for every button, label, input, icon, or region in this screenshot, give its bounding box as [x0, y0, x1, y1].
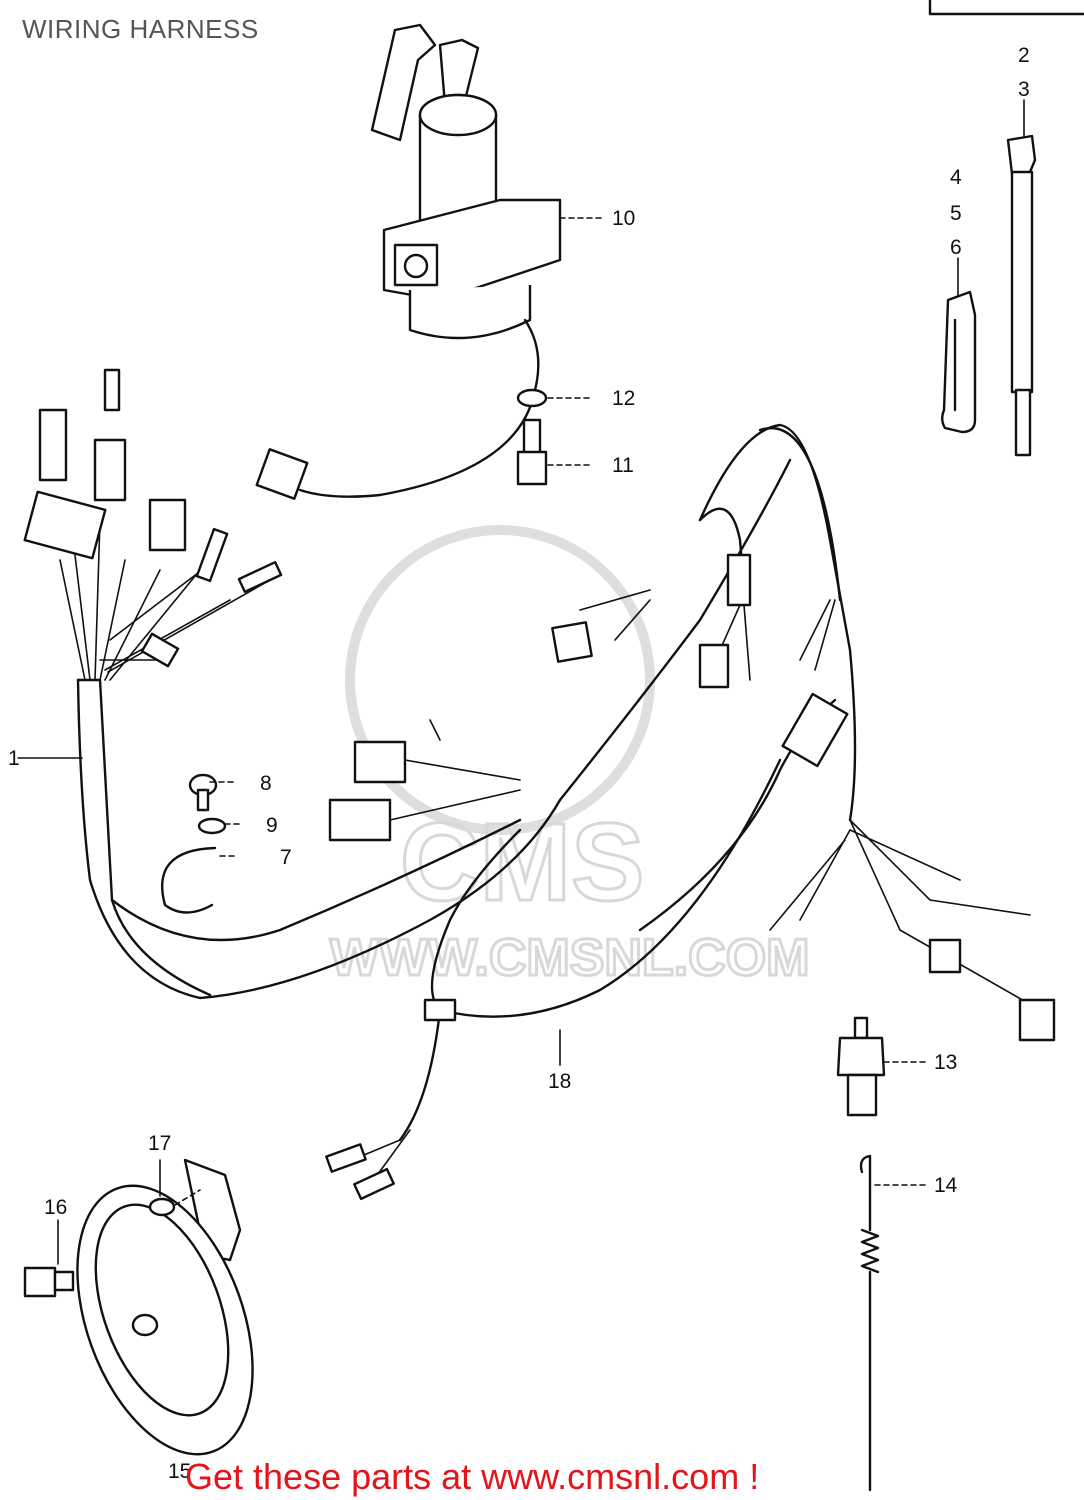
- callout-8: 8: [260, 772, 272, 795]
- hook-7: [160, 846, 217, 914]
- ignition-switch[interactable]: [370, 23, 562, 392]
- ignition-connector: [255, 448, 309, 500]
- callout-labels: 1 2 3 4 5 6 7 8 9 10 11 12 13 14 15 16 1…: [8, 44, 1030, 1483]
- callout-14: 14: [934, 1174, 958, 1197]
- diagram-title: WIRING HARNESS: [22, 14, 259, 44]
- callout-11: 11: [612, 454, 634, 477]
- washer-12: [516, 388, 548, 408]
- callout-15: 15: [168, 1460, 191, 1483]
- harness-branch-right: [551, 507, 1056, 1042]
- callout-1: 1: [8, 747, 20, 770]
- frame-corner: [928, 0, 1084, 16]
- callout-12: 12: [612, 387, 635, 410]
- callout-2: 2: [1018, 44, 1030, 67]
- washer-17: [148, 1197, 176, 1217]
- bolt-16: [23, 1266, 75, 1298]
- switch-13: [836, 1016, 886, 1117]
- callout-5: 5: [950, 202, 962, 225]
- leader-lines: [17, 99, 1025, 1265]
- cable-strap-long: [1006, 134, 1037, 457]
- callout-9: 9: [266, 814, 278, 837]
- watermark-brand: CMS: [400, 801, 644, 924]
- footer-link-text[interactable]: Get these parts at www.cmsnl.com !: [185, 1456, 760, 1497]
- callout-18: 18: [548, 1070, 571, 1093]
- callout-3: 3: [1018, 78, 1030, 101]
- harness-branch-lower: [325, 758, 782, 1201]
- spring-14: [859, 1154, 880, 1492]
- callout-4: 4: [950, 166, 962, 189]
- callout-6: 6: [950, 236, 962, 259]
- main-harness[interactable]: [23, 368, 857, 1000]
- bolt-11: [516, 418, 548, 486]
- callout-10: 10: [612, 207, 635, 230]
- callout-16: 16: [44, 1196, 67, 1219]
- wire-clamp: [941, 290, 977, 434]
- watermark: CMS WWW.CMSNL.COM: [329, 525, 811, 989]
- relay-blocks: [328, 719, 521, 842]
- callout-13: 13: [934, 1051, 957, 1074]
- callout-17: 17: [148, 1132, 171, 1155]
- horn-15[interactable]: [44, 1158, 286, 1478]
- screw-8: [188, 773, 218, 812]
- watermark-url: WWW.CMSNL.COM: [330, 929, 809, 987]
- callout-7: 7: [280, 846, 292, 869]
- washer-9: [197, 817, 227, 835]
